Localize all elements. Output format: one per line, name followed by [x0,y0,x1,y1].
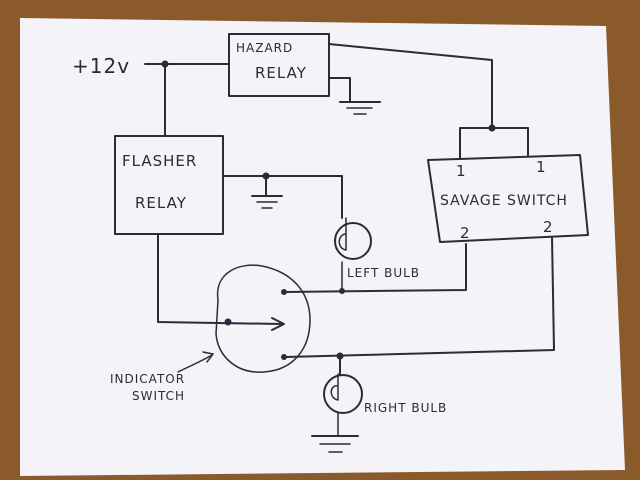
supply-wire [144,60,230,136]
indicator-label-1: INDICATOR [110,372,185,386]
left-bulb-symbol [334,222,372,260]
right-bulb: RIGHT BULB [323,373,447,437]
indicator-switch [157,233,311,373]
hazard-relay-label-1: HAZARD [236,41,293,55]
right-bulb-label: RIGHT BULB [364,401,447,415]
savage-pin-2-left: 2 [460,224,471,242]
supply-label: +12v [72,54,130,78]
indicator-switch-caption: INDICATOR SWITCH [110,351,215,403]
hazard-to-savage-wire [328,43,529,159]
left-bulb: LEFT BULB [334,217,420,291]
savage-pin-1-left: 1 [456,162,467,180]
savage-pin-2-right: 2 [543,218,554,236]
indicator-switch-circle [215,264,311,373]
left-bulb-label: LEFT BULB [347,266,420,280]
flasher-relay-label-2: RELAY [135,194,187,212]
flasher-relay-box [114,135,224,235]
savage-pin-1-right: 1 [536,158,547,176]
savage-switch: 1 1 SAVAGE SWITCH 2 2 [427,154,589,243]
left-bulb-wire [281,243,467,295]
right-bulb-ground [311,435,359,453]
savage-switch-box [427,154,589,243]
hazard-relay-label-2: RELAY [255,64,307,82]
right-bulb-symbol [323,374,363,414]
flasher-ground [222,172,343,219]
flasher-relay-label-1: FLASHER [122,152,197,170]
savage-switch-title: SAVAGE SWITCH [440,193,568,209]
hazard-ground [328,77,381,115]
indicator-arrow [177,354,213,373]
right-bulb-wire [285,236,555,375]
flasher-to-indicator-wire [157,233,283,325]
paper-sheet [20,18,625,476]
indicator-label-2: SWITCH [132,389,185,403]
flasher-relay: FLASHER RELAY [114,135,224,235]
